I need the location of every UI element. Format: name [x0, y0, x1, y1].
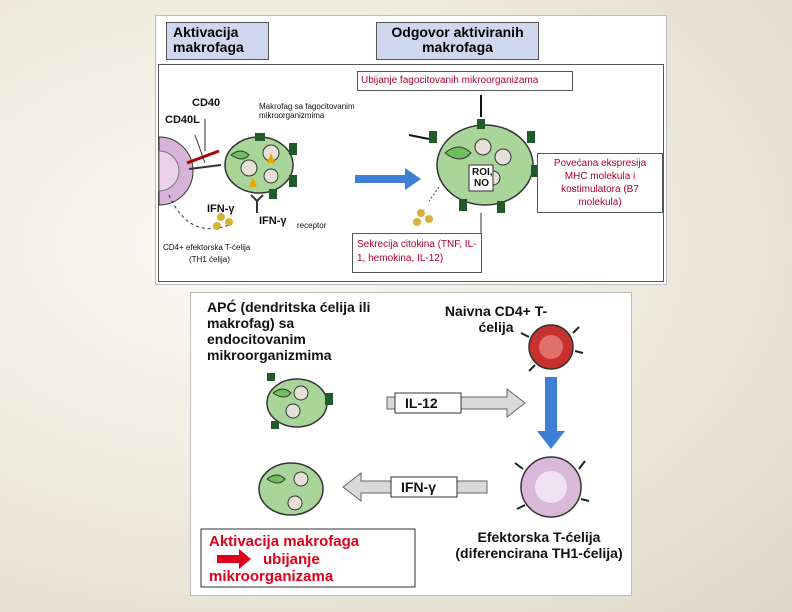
expression-label: Povećana ekspresija MHC molekula i kosti… [553, 158, 647, 208]
phagosome-2 [240, 159, 258, 177]
t-cell-differentiation-panel: APĆ (dendritska ćelija ili makrofag) sa … [190, 292, 632, 596]
activation-arrow-1 [249, 177, 257, 187]
t-cell-nucleus [158, 150, 180, 192]
killing-box: Ubijanje fagocitovanih mikroorganizama [357, 71, 573, 91]
killing-label: Ubijanje fagocitovanih mikroorganizama [361, 75, 539, 86]
activation-header-text: Aktivacija makrofaga [173, 24, 244, 55]
ifn-molecule-2 [225, 218, 233, 226]
activation-figure: CD40 CD40L Makrofag sa fagocitovanim mik… [158, 64, 664, 282]
phagosome-3 [263, 168, 279, 184]
activation-header: Aktivacija makrofaga [166, 22, 269, 60]
activation-flow-arrow [355, 168, 421, 190]
apc-cell [266, 378, 328, 428]
ifn-molecule-3 [213, 222, 221, 230]
ifn-gamma-label: IFN-γ [401, 479, 436, 495]
ifn-gamma-right: IFN-γ [259, 215, 287, 227]
naive-t-cell-label: Naivna CD4+ T-ćelija [444, 303, 548, 335]
apc-label: APĆ (dendritska ćelija ili makrofag) sa … [207, 299, 371, 363]
roi-no-box [468, 164, 494, 192]
differentiation-drawing [200, 324, 590, 588]
effector-t-cell-label: Efektorska T-ćelija (diferencirana TH1-ć… [455, 529, 623, 561]
macrophage-right-nucleus [444, 146, 472, 160]
receptor-2 [289, 175, 297, 187]
cytokine-box: Sekrecija citokina (TNF, IL-1, hemokina,… [352, 233, 482, 273]
macrophage-nucleus [230, 150, 250, 160]
expression-box: Povećana ekspresija MHC molekula i kosti… [537, 153, 663, 213]
ifn-secretion-path [168, 194, 230, 230]
receptor-label: receptor [297, 221, 327, 230]
activation-red-arrow [217, 549, 251, 569]
activation-text-2: ubijanje [263, 551, 320, 568]
cd40-label: CD40 [192, 97, 221, 109]
no-label: NO [474, 178, 489, 189]
cd40l-pointer [194, 134, 206, 164]
il12-label: IL-12 [405, 395, 438, 411]
receptor-3 [255, 133, 265, 141]
activation-text-1: Aktivacija makrofaga [209, 533, 360, 550]
response-header-text: Odgovor aktiviranih makrofaga [391, 24, 524, 55]
ifn-box [390, 476, 458, 498]
activation-figure-drawing [158, 95, 556, 241]
roi-label: ROI, [472, 167, 493, 178]
activation-text-3: mikroorganizama [209, 568, 334, 585]
il12-box [394, 392, 462, 414]
receptor-4 [269, 189, 277, 199]
macrophage-activation-panel: Aktivacija makrofaga Odgovor aktiviranih… [155, 15, 667, 285]
activation-arrow-2 [267, 153, 275, 163]
ifn-receptor [250, 194, 264, 213]
receptor-1 [289, 143, 297, 155]
cd40l-label: CD40L [165, 114, 200, 126]
macrophage-label: Makrofag sa fagocitovanim mikroorganizmi… [259, 102, 355, 120]
th1-cell-label: (TH1 ćelija) [189, 255, 230, 264]
differentiation-arrow [537, 377, 565, 449]
macrophage-left-body [224, 136, 294, 194]
effector-cell-label: CD4+ efektorska T-ćelija [163, 243, 251, 252]
ifn-gamma-left: IFN-γ [207, 203, 235, 215]
ifn-molecule-1 [217, 213, 225, 221]
response-header: Odgovor aktiviranih makrofaga [376, 22, 539, 60]
cytokine-label: Sekrecija citokina (TNF, IL-1, hemokina,… [357, 239, 477, 264]
